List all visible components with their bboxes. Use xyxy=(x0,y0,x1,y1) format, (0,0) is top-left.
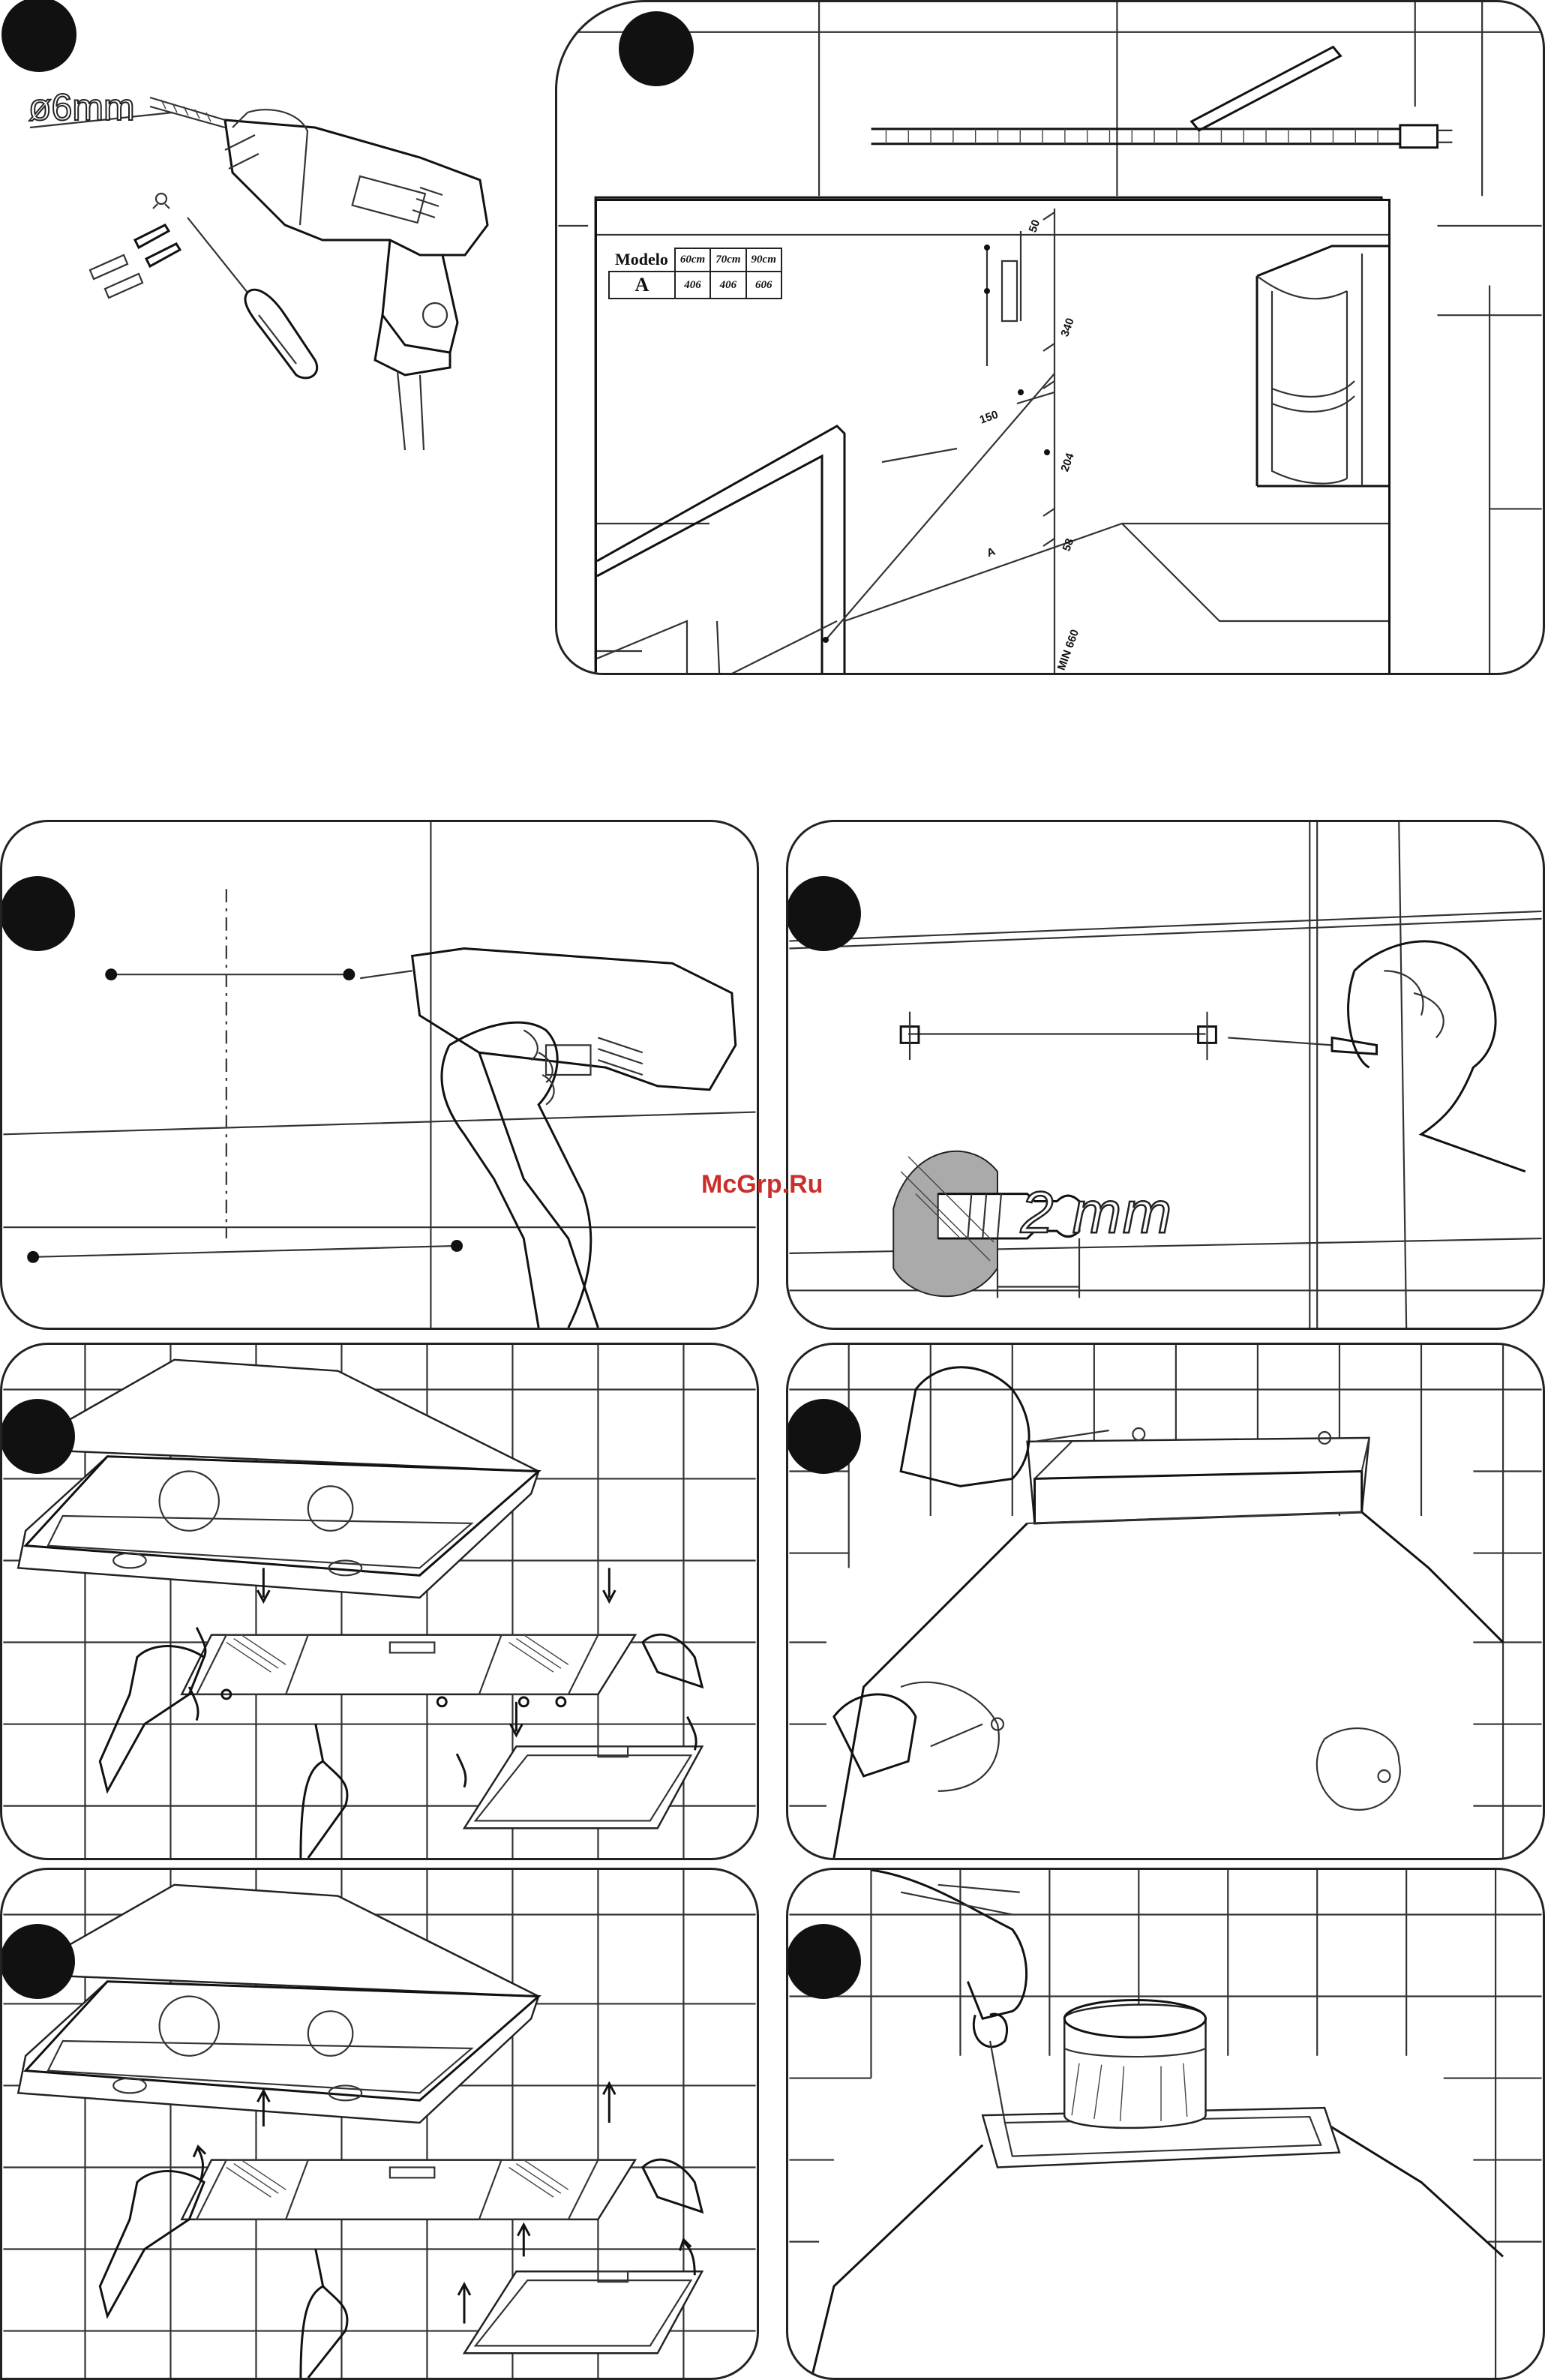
model-dimension-table: Modelo 60cm 70cm 90cm A 406 406 606 xyxy=(608,248,782,299)
table-size-60: 60cm xyxy=(675,248,710,272)
gap-2mm-label: 2 mm xyxy=(1021,1178,1173,1247)
kitchen-scene: Modelo 60cm 70cm 90cm A 406 406 606 50 3… xyxy=(595,199,1390,675)
step-2-marker xyxy=(619,11,694,86)
step-6-panel xyxy=(786,1343,1545,1860)
step-8-marker xyxy=(786,1924,861,1999)
step-4-marker xyxy=(786,876,861,951)
step-3-panel xyxy=(0,820,759,1330)
step-8-panel xyxy=(786,1868,1545,2380)
wall-plugs-illustration xyxy=(788,822,1543,1328)
table-size-90: 90cm xyxy=(746,248,782,272)
drill-screwdriver-illustration xyxy=(0,0,555,480)
table-size-70: 70cm xyxy=(710,248,746,272)
hood-wall-fixing-illustration xyxy=(788,1345,1543,1858)
step-2-panel: Modelo 60cm 70cm 90cm A 406 406 606 50 3… xyxy=(555,0,1545,675)
step-5-panel xyxy=(0,1343,759,1860)
step-3-marker xyxy=(0,876,75,951)
filter-reinstall-illustration xyxy=(2,1870,757,2378)
drilling-holes-illustration xyxy=(2,822,757,1328)
hood-assembly-illustration xyxy=(2,1345,757,1858)
step-6-marker xyxy=(786,1399,861,1474)
table-value-70: 406 xyxy=(710,272,746,299)
drill-bit-size: ø6mm xyxy=(28,86,135,129)
step-5-marker xyxy=(0,1399,75,1474)
table-row-label: A xyxy=(609,272,675,299)
table-header-label: Modelo xyxy=(609,248,675,272)
step-7-panel xyxy=(0,1868,759,2380)
table-value-90: 606 xyxy=(746,272,782,299)
step-4-panel: 2 mm xyxy=(786,820,1545,1330)
table-value-60: 406 xyxy=(675,272,710,299)
watermark: McGrp.Ru xyxy=(701,1170,823,1199)
step-1-tools: ø6mm xyxy=(0,0,555,480)
step-7-marker xyxy=(0,1924,75,1999)
motor-fixing-illustration xyxy=(788,1870,1543,2378)
